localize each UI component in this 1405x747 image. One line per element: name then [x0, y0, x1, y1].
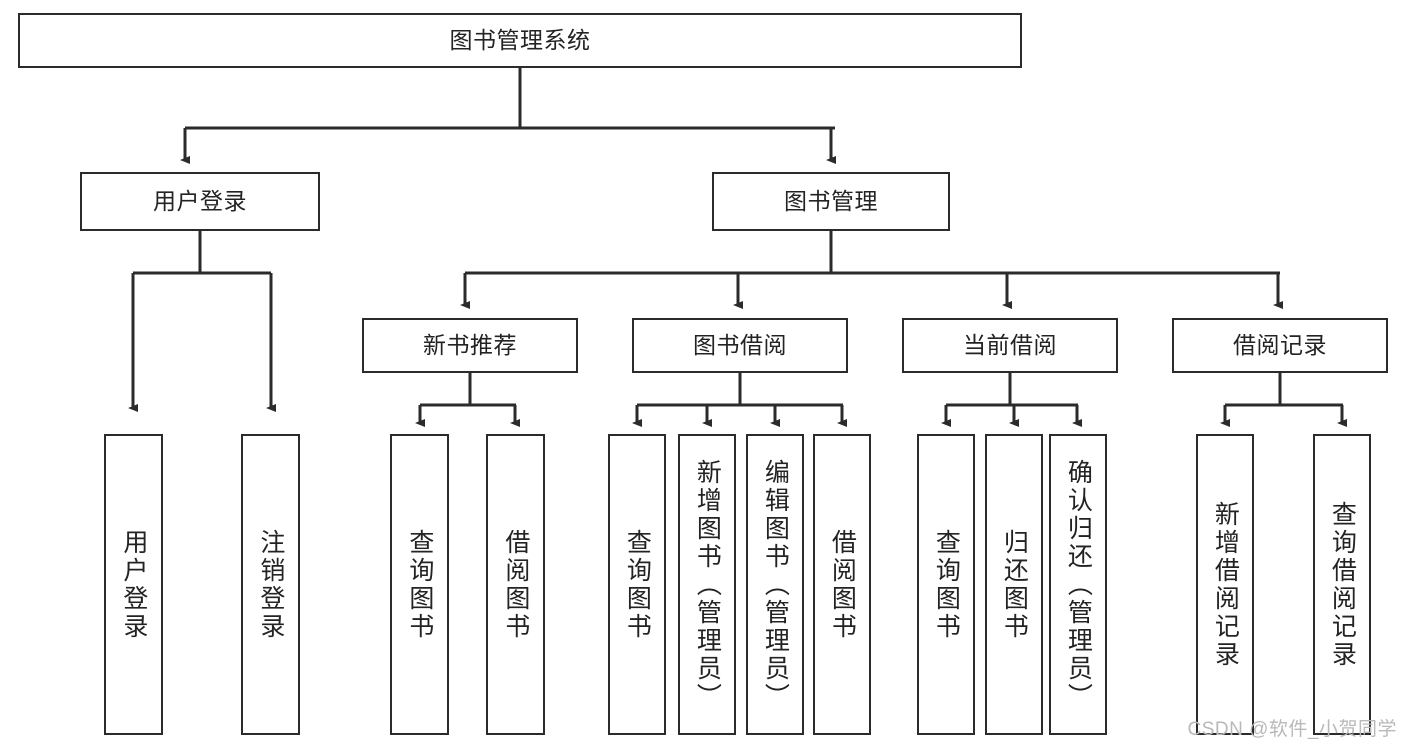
leaf-new-book-query[interactable]: 查询图书: [390, 434, 449, 735]
leaf-user-login-login[interactable]: 用户登录: [104, 434, 163, 735]
node-book-management-label: 图书管理: [784, 187, 878, 214]
node-new-book-recommend-label: 新书推荐: [423, 331, 517, 358]
node-user-login[interactable]: 用户登录: [80, 172, 320, 231]
leaf-borrow-record-add[interactable]: 新增借阅记录: [1196, 434, 1254, 735]
leaf-book-borrow-query[interactable]: 查询图书: [608, 434, 666, 735]
leaf-new-book-borrow-label: 借阅图书: [501, 528, 530, 641]
leaf-current-borrow-query[interactable]: 查询图书: [917, 434, 975, 735]
leaf-book-borrow-edit-admin[interactable]: 编辑图书（管理员）: [746, 434, 804, 735]
leaf-user-login-logout[interactable]: 注销登录: [241, 434, 300, 735]
leaf-book-borrow-add-admin[interactable]: 新增图书（管理员）: [678, 434, 736, 735]
node-current-borrow-label: 当前借阅: [963, 331, 1057, 358]
node-borrow-record[interactable]: 借阅记录: [1172, 318, 1388, 373]
leaf-current-borrow-return-label: 归还图书: [1000, 528, 1029, 641]
leaf-book-borrow-edit-admin-label: 编辑图书（管理员）: [761, 458, 790, 711]
leaf-new-book-borrow[interactable]: 借阅图书: [486, 434, 545, 735]
node-user-login-label: 用户登录: [153, 187, 247, 214]
leaf-current-borrow-confirm-admin-label: 确认归还（管理员）: [1064, 458, 1093, 711]
leaf-book-borrow-add-admin-label: 新增图书（管理员）: [693, 458, 722, 711]
leaf-new-book-query-label: 查询图书: [405, 528, 434, 641]
watermark-text: CSDN @软件_小贺同学: [1187, 719, 1397, 740]
node-book-management[interactable]: 图书管理: [712, 172, 950, 231]
leaf-book-borrow-borrow-label: 借阅图书: [828, 528, 857, 641]
leaf-borrow-record-query-label: 查询借阅记录: [1328, 500, 1357, 669]
node-current-borrow[interactable]: 当前借阅: [902, 318, 1118, 373]
node-book-borrow-label: 图书借阅: [693, 331, 787, 358]
node-borrow-record-label: 借阅记录: [1233, 331, 1327, 358]
leaf-book-borrow-query-label: 查询图书: [623, 528, 652, 641]
node-book-borrow[interactable]: 图书借阅: [632, 318, 848, 373]
node-new-book-recommend[interactable]: 新书推荐: [362, 318, 578, 373]
node-root-system-label: 图书管理系统: [449, 26, 591, 53]
leaf-user-login-logout-label: 注销登录: [256, 528, 285, 641]
node-root-system[interactable]: 图书管理系统: [18, 13, 1022, 68]
leaf-borrow-record-add-label: 新增借阅记录: [1211, 500, 1240, 669]
leaf-current-borrow-confirm-admin[interactable]: 确认归还（管理员）: [1049, 434, 1107, 735]
leaf-borrow-record-query[interactable]: 查询借阅记录: [1313, 434, 1371, 735]
leaf-current-borrow-query-label: 查询图书: [932, 528, 961, 641]
leaf-current-borrow-return[interactable]: 归还图书: [985, 434, 1043, 735]
leaf-book-borrow-borrow[interactable]: 借阅图书: [813, 434, 871, 735]
leaf-user-login-login-label: 用户登录: [119, 528, 148, 641]
